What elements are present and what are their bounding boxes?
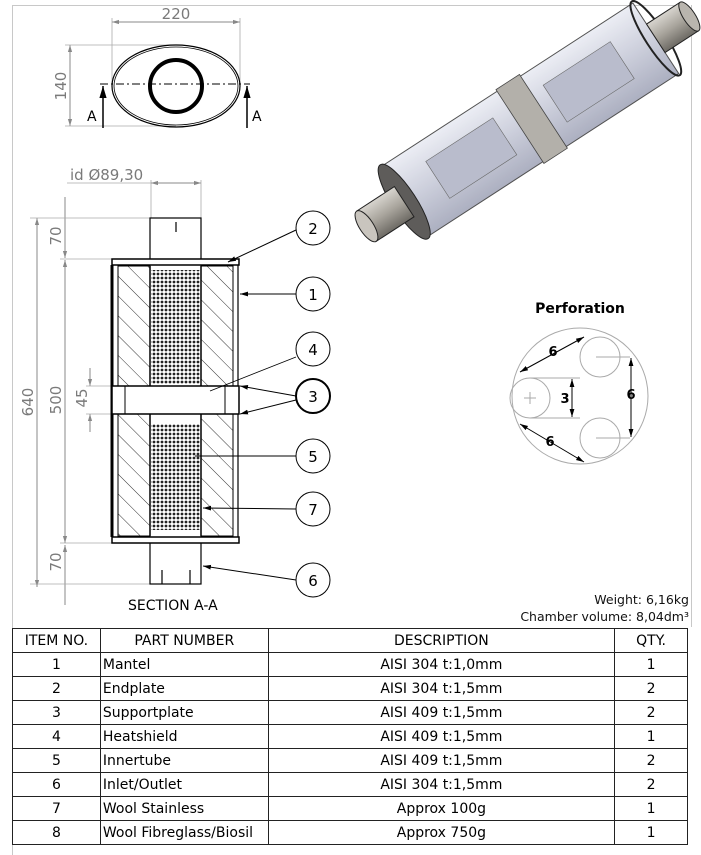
svg-text:6: 6 [308, 572, 318, 590]
header-description: DESCRIPTION [267, 628, 616, 653]
item-no: 1 [12, 652, 101, 677]
header-part-number: PART NUMBER [99, 628, 269, 653]
balloon-2: 2 [295, 210, 331, 246]
perforation-boundary [511, 327, 649, 465]
balloon-1: 1 [295, 276, 331, 312]
description: AISI 409 t:1,5mm [267, 724, 616, 749]
description: AISI 409 t:1,5mm [267, 700, 616, 725]
isometric-view [354, 0, 701, 243]
muffler-oval-outline [111, 44, 241, 128]
svg-text:5: 5 [308, 448, 318, 466]
perforation-pitch-upper: 6 [548, 345, 557, 360]
height-dimension: 140 [52, 72, 70, 101]
header-item-no: ITEM NO. [12, 628, 101, 653]
balloon-4: 4 [295, 331, 331, 367]
item-no: 4 [12, 724, 101, 749]
item-no: 6 [12, 772, 101, 797]
description: AISI 304 t:1,5mm [267, 676, 616, 701]
part-number: Wool Fibreglass/Biosil [99, 820, 269, 845]
part-number: Supportplate [99, 700, 269, 725]
description: AISI 409 t:1,5mm [267, 748, 616, 773]
balloon-7: 7 [295, 491, 331, 527]
drawing-frame-left [12, 5, 13, 855]
qty: 2 [614, 748, 688, 773]
part-number: Innertube [99, 748, 269, 773]
qty: 1 [614, 820, 688, 845]
svg-text:7: 7 [308, 501, 318, 519]
body-length-dimension: 500 [47, 386, 65, 415]
item-no: 5 [12, 748, 101, 773]
qty: 1 [614, 796, 688, 821]
description: AISI 304 t:1,5mm [267, 772, 616, 797]
perforation-detail: Perforation 6 6 3 6 [509, 301, 649, 465]
perforation-hole-diameter: 3 [560, 392, 569, 407]
qty: 2 [614, 700, 688, 725]
part-number: Inlet/Outlet [99, 772, 269, 797]
description: Approx 100g [267, 796, 616, 821]
drawing-frame-top [12, 5, 684, 6]
chamber-volume-label: Chamber volume: 8,04dm³ [520, 609, 689, 624]
bottom-pipe-dimension: 70 [47, 552, 65, 571]
perforation-title: Perforation [535, 301, 625, 317]
perforation-vertical-pitch: 6 [626, 388, 635, 403]
heatshield-band [495, 73, 568, 164]
drawing-frame-right [691, 5, 692, 627]
endplate-top [111, 258, 240, 266]
item-no: 8 [12, 820, 101, 845]
part-number: Endplate [99, 676, 269, 701]
table-header-row: ITEM NO. PART NUMBER DESCRIPTION QTY. [12, 628, 688, 653]
section-marker-left: A [87, 109, 97, 125]
section-view: id Ø89,30 640 70 500 45 70 [19, 166, 331, 605]
inner-diameter-dimension: id Ø89,30 [70, 166, 143, 184]
description: Approx 750g [267, 820, 616, 845]
qty: 2 [614, 772, 688, 797]
item-no: 7 [12, 796, 101, 821]
item-no: 2 [12, 676, 101, 701]
qty: 1 [614, 724, 688, 749]
section-marker-right: A [252, 109, 262, 125]
weight-label: Weight: 6,16kg [594, 592, 689, 607]
pipe-ring [148, 58, 204, 114]
balloon-5: 5 [295, 438, 331, 474]
balloon-3: 3 [295, 378, 331, 414]
part-number: Mantel [99, 652, 269, 677]
svg-text:3: 3 [308, 388, 318, 406]
endplate-bottom [111, 536, 240, 544]
perforation-pitch-lower: 6 [545, 435, 554, 450]
section-label: SECTION A-A [128, 598, 218, 614]
qty: 1 [614, 652, 688, 677]
balloon-6: 6 [295, 562, 331, 598]
innertube-upper [151, 270, 201, 384]
top-view: 220 140 A A [52, 5, 262, 128]
support-dimension: 45 [73, 388, 91, 407]
innertube-lower [151, 424, 201, 530]
top-pipe-dimension: 70 [47, 226, 65, 245]
part-number: Heatshield [99, 724, 269, 749]
header-qty: QTY. [614, 628, 688, 653]
svg-text:1: 1 [308, 286, 318, 304]
part-number: Wool Stainless [99, 796, 269, 821]
svg-text:2: 2 [308, 220, 318, 238]
total-length-dimension: 640 [19, 388, 37, 417]
description: AISI 304 t:1,0mm [267, 652, 616, 677]
qty: 2 [614, 676, 688, 701]
supportplate [111, 385, 240, 415]
width-dimension: 220 [162, 5, 191, 23]
item-no: 3 [12, 700, 101, 725]
svg-text:4: 4 [308, 341, 318, 359]
outlet-pipe [149, 541, 202, 585]
